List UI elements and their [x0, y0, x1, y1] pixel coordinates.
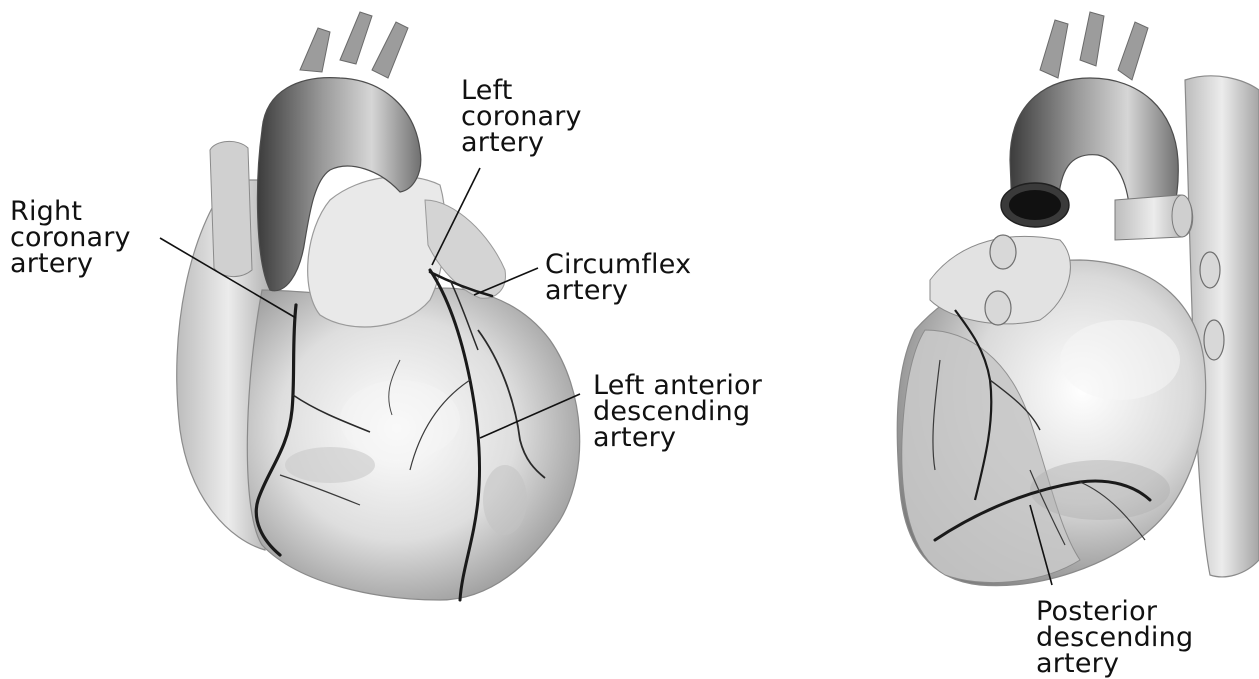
label-posterior-descending-artery: Posterior descending artery — [1036, 599, 1193, 677]
descending-aorta — [1185, 76, 1259, 577]
label-left-coronary-artery: Left coronary artery — [461, 78, 582, 156]
label-line: artery — [545, 278, 691, 304]
label-circumflex-artery: Circumflex artery — [545, 252, 691, 304]
label-line: artery — [1036, 651, 1193, 677]
label-right-coronary-artery: Right coronary artery — [10, 199, 131, 277]
superior-vena-cava — [210, 141, 252, 276]
label-line: artery — [461, 130, 582, 156]
label-line: artery — [593, 425, 762, 451]
label-left-anterior-descending-artery: Left anterior descending artery — [593, 373, 762, 451]
pulmonary-trunk — [308, 177, 446, 327]
posterior-heart — [897, 12, 1259, 586]
great-vessel-branches — [300, 12, 408, 78]
label-line: artery — [10, 251, 131, 277]
